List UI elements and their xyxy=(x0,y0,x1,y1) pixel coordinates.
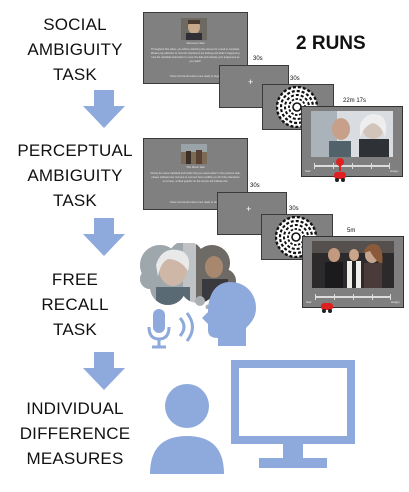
label-line: FREE xyxy=(51,270,99,289)
trackball-icon xyxy=(334,158,346,182)
instruction-caption: Movement Task xyxy=(186,42,205,45)
label-line: AMBIGUITY xyxy=(27,166,123,185)
trackball-icon xyxy=(321,303,333,313)
down-arrow-icon xyxy=(83,352,125,390)
perceptual-movie-screen: Sad Happy xyxy=(302,236,404,313)
head-speaking-icon xyxy=(202,282,256,346)
fixation-duration: 30s xyxy=(253,56,263,62)
movie-duration: 22m 17s xyxy=(343,98,367,104)
fixation-cross: + xyxy=(248,77,254,87)
scale-tick xyxy=(352,163,353,169)
movie-frame xyxy=(311,111,393,157)
instruction-footer: Press the thumb button once ready to beg… xyxy=(169,201,222,204)
actor-photo xyxy=(181,18,207,40)
down-arrow-icon xyxy=(83,218,125,256)
scale-left-label: Sad xyxy=(305,169,311,173)
scene-photo xyxy=(181,144,207,164)
scale-tick xyxy=(353,294,354,300)
scale-tick xyxy=(371,163,372,169)
instruction-caption: This Movie Task xyxy=(186,166,205,169)
label-line: AMBIGUITY xyxy=(27,40,123,59)
label-line: PERCEPTUAL xyxy=(17,141,133,160)
monitor-icon xyxy=(231,360,355,468)
scale-tick xyxy=(390,294,391,300)
perceptual-ambiguity-label: PERCEPTUAL AMBIGUITY TASK xyxy=(0,138,150,213)
thought-cloud-icon xyxy=(140,243,236,309)
label-line: MEASURES xyxy=(26,449,124,468)
movie-duration: 5m xyxy=(347,228,356,234)
scale-left-label: Sad xyxy=(306,300,312,304)
person-icon xyxy=(150,384,224,474)
label-line: TASK xyxy=(53,191,97,210)
social-instruction-screen: Movement Task Throughout this video, you… xyxy=(143,12,248,84)
instruction-footer: Press the thumb button once ready to beg… xyxy=(169,75,222,78)
label-line: TASK xyxy=(53,320,97,339)
scale-tick xyxy=(389,163,390,169)
social-ambiguity-label: SOCIAL AMBIGUITY TASK xyxy=(0,12,150,87)
spiral-duration: 30s xyxy=(290,76,300,82)
fixation-duration: 30s xyxy=(250,183,260,189)
fixation-cross: + xyxy=(246,204,252,214)
scale-tick xyxy=(314,163,315,169)
runs-label: 2 RUNS xyxy=(296,33,366,54)
scale-right-label: Happy xyxy=(390,169,399,173)
instruction-text: Throughout this video, you will be watch… xyxy=(150,48,241,63)
scale-right-label: Happy xyxy=(391,300,400,304)
label-line: SOCIAL xyxy=(43,15,107,34)
free-recall-label: FREE RECALL TASK xyxy=(0,267,150,342)
label-line: TASK xyxy=(53,65,97,84)
label-line: DIFFERENCE xyxy=(19,424,131,443)
scale-tick xyxy=(315,294,316,300)
individual-differences-label: INDIVIDUAL DIFFERENCE MEASURES xyxy=(0,396,150,471)
social-movie-screen: Sad Happy xyxy=(301,106,403,182)
scale-tick xyxy=(333,163,334,169)
microphone-icon xyxy=(147,309,171,349)
label-line: RECALL xyxy=(41,295,109,314)
movie-frame xyxy=(312,241,394,288)
label-line: INDIVIDUAL xyxy=(26,399,124,418)
sound-waves-icon xyxy=(178,312,194,342)
spiral-duration: 30s xyxy=(289,206,299,212)
fixation-screen: + xyxy=(217,192,287,235)
scale-tick xyxy=(334,294,335,300)
down-arrow-icon xyxy=(83,90,125,128)
instruction-text: During the same trackball and knobs that… xyxy=(150,172,241,183)
scale-tick xyxy=(372,294,373,300)
